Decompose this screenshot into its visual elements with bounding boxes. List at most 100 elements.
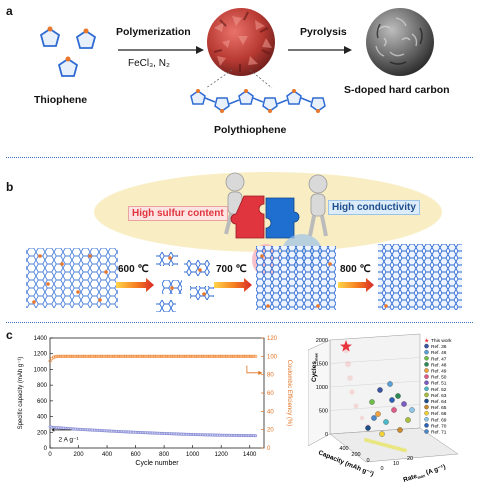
polythiophene-sphere (207, 8, 275, 76)
reference-point (401, 401, 407, 407)
this-work-star (340, 340, 352, 352)
efficiency-point (51, 355, 56, 359)
efficiency-point (130, 354, 134, 358)
efficiency-point (170, 354, 174, 358)
y-tick-label: 1400 (34, 336, 48, 342)
efficiency-point (209, 354, 213, 358)
legend-marker (424, 410, 429, 416)
efficiency-point (93, 354, 97, 358)
y-axis-label: Specific capacity (mAh g⁻¹) (18, 357, 24, 430)
efficiency-point (235, 354, 239, 358)
hard-carbon-sphere (366, 8, 434, 76)
reference-point (377, 387, 383, 393)
comparison-3d-box (308, 333, 459, 463)
efficiency-point (144, 354, 148, 358)
efficiency-point (99, 354, 104, 358)
y-tick-label: 200 (37, 430, 48, 436)
efficiency-point (175, 354, 179, 358)
y-tick-label: 400 (37, 415, 48, 421)
stage3-sulfur-atoms (260, 254, 332, 308)
legend-label: Ref. 52 (431, 387, 447, 393)
y-tick-label: 0 (380, 466, 383, 472)
efficiency-point (240, 354, 244, 358)
highlight-trail (347, 375, 353, 381)
efficiency-point (142, 354, 146, 358)
legend-label: Ref. 69 (431, 417, 447, 423)
efficiency-point (218, 354, 222, 358)
efficiency-point (91, 354, 95, 358)
efficiency-point (252, 354, 256, 358)
polymerization-conditions: FeCl₃, N₂ (128, 58, 170, 69)
z-tick-label: 1500 (316, 362, 328, 368)
efficiency-point (139, 354, 143, 358)
efficiency-point (253, 354, 258, 358)
reference-point (371, 415, 377, 421)
efficiency-point (202, 354, 206, 358)
legend-label: Ref. 66 (431, 411, 447, 417)
legend-marker (424, 368, 429, 373)
polymerization-arrow (118, 46, 204, 54)
y2-tick-label: 60 (267, 391, 274, 397)
efficiency-arrow (246, 365, 259, 374)
zoom-line-left (205, 69, 233, 89)
efficiency-point (238, 354, 242, 358)
reference-point (409, 407, 415, 413)
yellow-cluster-point (382, 442, 386, 447)
efficiency-point (183, 354, 187, 358)
yellow-cluster-point (403, 448, 407, 453)
efficiency-point (105, 354, 109, 358)
rate-axis-label: Ratemax (A g⁻¹) (402, 464, 446, 485)
reference-point (395, 393, 401, 399)
efficiency-point (117, 354, 121, 358)
efficiency-point (221, 354, 225, 358)
efficiency-point (69, 354, 73, 358)
highlight-trail (345, 361, 351, 367)
efficiency-point (192, 354, 196, 358)
efficiency-point (137, 354, 141, 358)
legend-marker (424, 343, 429, 349)
efficiency-point (74, 354, 78, 358)
axis-indicator-arrows (51, 365, 263, 432)
efficiency-point (226, 354, 230, 358)
legend-marker (424, 374, 429, 379)
grid-line (329, 380, 421, 388)
x-tick-label: 0 (366, 458, 369, 464)
efficiency-point (125, 354, 129, 358)
legend-label: Ref. 50 (431, 375, 447, 381)
efficiency-point (67, 354, 71, 358)
efficiency-point (70, 354, 74, 358)
efficiency-point (188, 354, 193, 358)
efficiency-point (204, 354, 208, 358)
efficiency-point (135, 354, 140, 358)
capacity-arrowhead (51, 427, 55, 432)
efficiency-point (127, 354, 131, 358)
reference-point (397, 427, 403, 433)
legend-marker (424, 356, 429, 361)
y-tick-label: 800 (37, 383, 48, 389)
reference-point (375, 411, 381, 417)
x-tick-label: 1200 (215, 452, 229, 458)
stage4-sheet (378, 244, 462, 310)
efficiency-point (176, 354, 181, 358)
efficiency-point (140, 354, 145, 358)
panel-a-label: a (6, 4, 13, 18)
efficiency-point (75, 354, 80, 358)
efficiency-point (50, 357, 54, 361)
thiophene-molecule-2 (75, 28, 97, 49)
legend-label: Ref. 65 (431, 405, 447, 411)
efficiency-point (129, 354, 133, 358)
reference-point (379, 431, 385, 437)
efficiency-point (185, 354, 189, 358)
yellow-cluster-point (379, 442, 383, 446)
efficiency-point (110, 354, 114, 358)
stage1-molecules (26, 248, 118, 308)
reference-point (391, 407, 397, 413)
efficiency-point (216, 354, 220, 358)
z-tick-label: 2000 (316, 338, 328, 344)
heat-arrow-3 (338, 278, 374, 292)
capacity-point (254, 434, 258, 438)
yellow-cluster-point (370, 439, 374, 444)
